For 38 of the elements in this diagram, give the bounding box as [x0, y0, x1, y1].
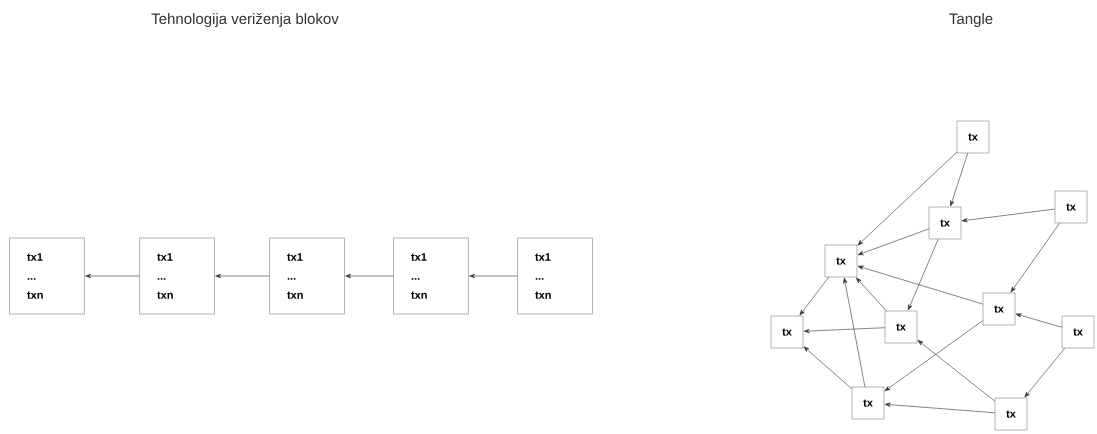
arrow	[1024, 347, 1066, 398]
arrow	[857, 228, 930, 256]
arrow	[803, 346, 853, 390]
arrow	[961, 208, 1056, 223]
block-box: tx1 ... txn	[517, 237, 593, 315]
heading: Tangle	[949, 13, 993, 27]
arrow	[85, 273, 140, 279]
transaction-box: tx	[928, 206, 962, 240]
arrow	[856, 277, 887, 312]
arrow	[884, 320, 984, 392]
arrow	[803, 327, 886, 334]
transaction-box: tx	[1061, 315, 1095, 349]
arrow	[857, 151, 958, 246]
transaction-box: tx	[824, 244, 858, 278]
transaction-box: tx	[1054, 190, 1088, 224]
arrow	[884, 402, 996, 414]
transaction-box: tx	[994, 397, 1028, 431]
block-box: tx1 ... txn	[9, 237, 85, 315]
arrow	[843, 277, 866, 388]
transaction-box: tx	[770, 315, 804, 349]
transaction-box: tx	[956, 120, 990, 154]
block-box: tx1 ... txn	[393, 237, 469, 315]
transaction-box: tx	[851, 386, 885, 420]
transaction-box: tx	[982, 292, 1016, 326]
arrow	[345, 273, 394, 279]
arrow	[1010, 222, 1060, 293]
block-box: tx1 ... txn	[139, 237, 215, 315]
arrow	[215, 273, 270, 279]
arrow	[907, 238, 939, 311]
arrow	[469, 273, 518, 279]
arrow	[857, 265, 984, 305]
arrow	[917, 340, 996, 402]
heading: Tehnologija veriženja blokov	[151, 13, 339, 27]
arrow	[950, 152, 969, 207]
transaction-box: tx	[884, 310, 918, 344]
arrow	[799, 276, 829, 316]
arrow	[1015, 313, 1063, 328]
block-box: tx1 ... txn	[269, 237, 345, 315]
